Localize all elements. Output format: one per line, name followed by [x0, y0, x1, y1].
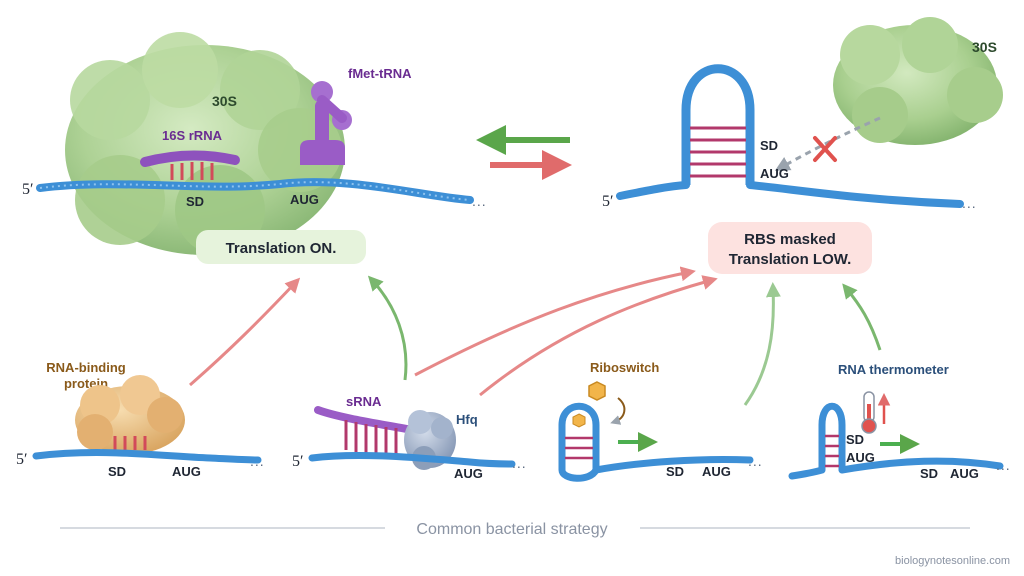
mechanism-thermometer: RNA thermometer SD AUG SD AUG ... [788, 362, 1011, 481]
translation-on-text: Translation ON. [226, 240, 337, 257]
thermometer-aug-label: AUG [846, 450, 875, 465]
srna-continuation: ... [512, 455, 527, 471]
sd-base-pairs [170, 162, 214, 180]
riboswitch-hairpin [558, 402, 600, 470]
translation-low-panel: 30S 5′ SD AUG ... RBS masked Translation… [602, 17, 1003, 274]
footer-caption: Common bacterial strategy [416, 521, 607, 538]
sd-label-off: SD [760, 138, 778, 153]
translation-low-text: Translation LOW. [729, 251, 852, 268]
thermometer-sd-label: SD [846, 432, 864, 447]
site-credit: biologynotesonline.com [895, 555, 1010, 567]
riboswitch-sd-label: SD [666, 464, 684, 479]
srna-five-prime: 5′ [292, 453, 304, 470]
five-prime-label: 5′ [22, 181, 34, 198]
fmet-trna-shape [300, 81, 352, 165]
16s-rrna-label: 16S rRNA [162, 128, 223, 143]
srna-label: sRNA [346, 394, 382, 409]
rbp-sd-label: SD [108, 464, 126, 479]
five-prime-label-off: 5′ [602, 193, 614, 210]
translation-low-badge [708, 222, 872, 274]
arrow-srna-to-low [414, 266, 696, 377]
mechanism-arrows [189, 266, 882, 406]
hfq-protein-shape [404, 410, 456, 470]
equilibrium-arrows [476, 125, 572, 180]
rbp-continuation: ... [250, 453, 265, 469]
thermometer-sd2-label: SD [920, 466, 938, 481]
ribosome-30s-free-label: 30S [972, 39, 997, 55]
blocked-x-icon [813, 136, 837, 162]
riboswitch-aug-label: AUG [702, 464, 731, 479]
riboswitch-continuation: ... [748, 453, 763, 469]
ribosome-30s-free-shape [833, 17, 1003, 145]
translation-on-badge [196, 230, 366, 264]
ribosome-30s-shape [65, 32, 345, 255]
rbs-hairpin [681, 64, 755, 185]
fmet-trna-label: fMet-tRNA [348, 66, 412, 81]
arrow-thermometer-to-low [842, 283, 882, 351]
translation-on-panel: 30S 16S rRNA fMet-tRNA 5′ SD AUG ... T [22, 32, 487, 264]
rbp-aug-label: AUG [172, 464, 201, 479]
mrna-strand-riboswitch [558, 455, 754, 482]
arrow-srna-to-on [367, 275, 408, 381]
ribosome-30s-label: 30S [212, 93, 237, 109]
mrna-strand-srna [308, 451, 516, 468]
arrow-rbp-to-on [189, 277, 301, 387]
mrna-continuation-off: ... [962, 195, 977, 211]
ligand-binding-arrow [610, 397, 626, 425]
thermometer-icon [861, 391, 877, 434]
mrna-strand-off [616, 181, 964, 208]
srna-strand [314, 406, 416, 434]
aug-label: AUG [290, 192, 319, 207]
hfq-label: Hfq [456, 412, 478, 427]
mrna-continuation: ... [472, 193, 487, 209]
thermometer-label: RNA thermometer [838, 362, 949, 377]
footer: Common bacterial strategy biologynoteson… [60, 521, 1010, 567]
arrow-srna-to-low-2 [479, 275, 718, 397]
mechanism-srna: sRNA Hfq 5′ AUG ... [292, 394, 527, 481]
sd-label: SD [186, 194, 204, 209]
rbs-masked-text: RBS masked [744, 231, 836, 248]
arrow-riboswitch-to-low [743, 282, 781, 406]
rbp-protein-shape [75, 375, 185, 454]
aug-label-off: AUG [760, 166, 789, 181]
16s-rrna-strand [140, 150, 240, 167]
mechanism-rbp: RNA-binding protein 5′ SD AUG ... [16, 360, 265, 479]
rbp-five-prime: 5′ [16, 451, 28, 468]
ligand-hexagon-icon [588, 381, 606, 401]
mrna-strand-thermometer [788, 457, 1004, 480]
srna-aug-label: AUG [454, 466, 483, 481]
riboswitch-label: Riboswitch [590, 360, 659, 375]
mrna-strand-rbp [32, 449, 262, 464]
thermometer-continuation: ... [996, 457, 1011, 473]
rbp-label-line1: RNA-binding [46, 360, 125, 375]
thermometer-hairpin [818, 402, 846, 470]
mechanism-riboswitch: Riboswitch SD AUG ... [558, 360, 763, 482]
thermometer-aug2-label: AUG [950, 466, 979, 481]
